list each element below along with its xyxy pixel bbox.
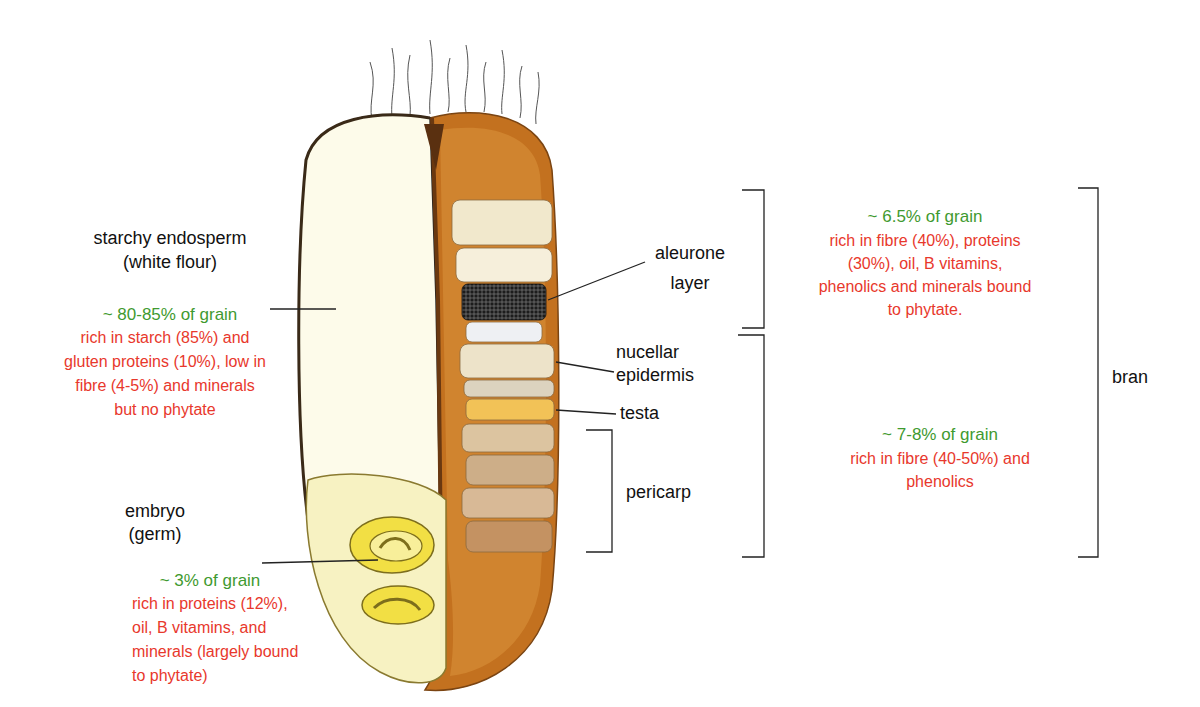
nucellar-band	[460, 344, 554, 378]
leader-line	[548, 262, 645, 300]
embryo-part	[374, 599, 420, 610]
layer-band	[452, 200, 552, 245]
share-note: ~ 6.5% of grain	[817, 206, 1033, 228]
leader-line	[270, 308, 336, 309]
embryo-part	[380, 538, 410, 550]
hair	[408, 55, 411, 116]
hair	[448, 58, 450, 112]
endosperm	[299, 115, 440, 520]
part-name: embryo (germ)	[105, 500, 205, 546]
embryo-part	[362, 586, 434, 624]
content-note: rich in fibre (40-50%) and phenolics	[840, 447, 1040, 493]
part-name: pericarp	[626, 481, 716, 503]
pericarp-band	[462, 424, 554, 452]
share-note: ~ 80-85% of grain	[70, 304, 270, 326]
bran-layers	[452, 200, 554, 552]
outer-layers-bracket	[738, 335, 764, 557]
layer-band	[466, 322, 542, 342]
testa-band	[466, 399, 554, 420]
hair	[370, 62, 373, 120]
share-note: ~ 7-8% of grain	[840, 424, 1040, 446]
part-name: starchy endosperm (white flour)	[80, 226, 260, 274]
leader-line	[556, 410, 616, 414]
hair	[502, 50, 505, 114]
content-note: rich in proteins (12%), oil, B vitamins,…	[132, 592, 304, 688]
hair	[430, 40, 433, 114]
content-note: rich in starch (85%) and gluten proteins…	[64, 326, 266, 422]
leader-lines	[262, 262, 645, 563]
hair	[392, 48, 395, 118]
pericarp-band	[466, 455, 554, 485]
part-name: testa	[620, 402, 690, 424]
group-name: bran	[1112, 366, 1172, 388]
pericarp-band	[462, 488, 554, 518]
part-name: aleurone layer	[640, 238, 740, 298]
pericarp-bracket	[586, 430, 612, 552]
hair	[484, 62, 486, 112]
share-note: ~ 3% of grain	[130, 570, 290, 592]
leader-line	[556, 362, 614, 372]
hair	[465, 45, 468, 112]
layer-band	[456, 248, 552, 282]
aleurone-band	[462, 284, 546, 320]
layer-band	[464, 380, 554, 397]
part-name: nucellar epidermis	[616, 341, 708, 387]
crease-top	[424, 124, 444, 170]
hair	[520, 66, 522, 118]
embryo	[306, 474, 446, 683]
brackets	[738, 188, 1098, 557]
leader-line	[262, 560, 378, 563]
endosperm-edge	[299, 115, 430, 520]
hair	[536, 72, 539, 124]
pericarp-band	[466, 521, 552, 552]
embryo-part	[370, 531, 422, 561]
content-note: rich in fibre (40%), proteins (30%), oil…	[817, 229, 1033, 321]
embryo-part	[350, 517, 434, 573]
brush-hairs	[370, 40, 539, 124]
aleurone-bracket	[742, 190, 764, 328]
bran-bracket	[1078, 188, 1098, 557]
